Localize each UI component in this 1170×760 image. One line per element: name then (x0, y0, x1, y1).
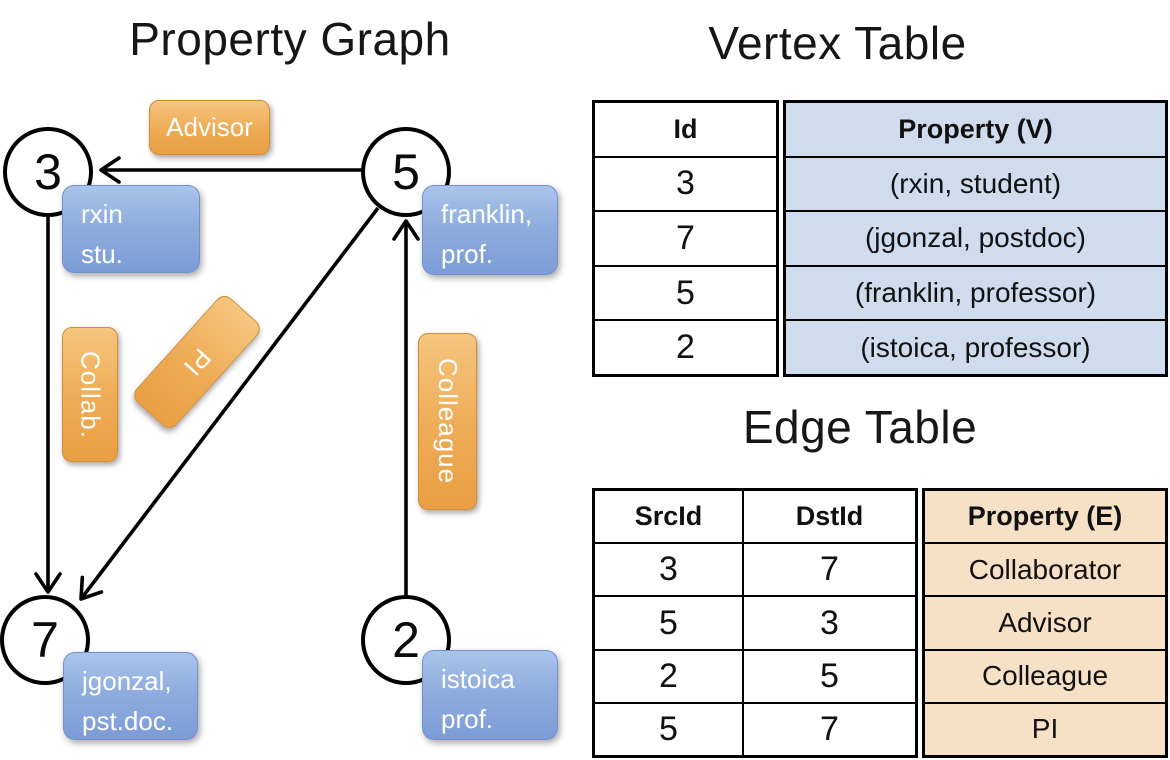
edge-table-property-cell: Colleague (925, 648, 1165, 702)
vertex-property-box-7-line1: jgonzal, (82, 666, 172, 696)
edge-table-title: Edge Table (742, 401, 978, 453)
edge-table-dst-cell: 7 (744, 542, 915, 595)
vertex-table: Id 3 7 5 2 Property (V) (rxin, student) … (592, 100, 1168, 377)
edge-table-property-cell: PI (925, 701, 1165, 755)
vertex-table-property-column: Property (V) (rxin, student) (jgonzal, p… (783, 100, 1168, 377)
edge-table-src-cell: 3 (595, 542, 742, 595)
property-graph-title: Property Graph (129, 13, 451, 65)
edge-table-src-cell: 5 (595, 701, 742, 755)
edge-table-property-column: Property (E) Collaborator Advisor Collea… (922, 488, 1168, 758)
vertex-property-box-5-line1: franklin, (441, 199, 533, 229)
graph-node-2-id: 2 (392, 612, 420, 668)
vertex-property-box-2-line1: istoica (441, 664, 515, 694)
vertex-table-property-cell: (istoica, professor) (786, 319, 1165, 374)
graph-node-5: 5 (361, 127, 451, 217)
vertex-property-box-3-line1: rxin (81, 199, 123, 229)
vertex-property-box-3-line2: stu. (81, 239, 123, 270)
vertex-table-title: Vertex Table (708, 17, 967, 69)
edge-table-id-columns: SrcId 3 5 2 5 DstId 7 3 5 7 (592, 488, 918, 758)
edge-table-dst-cell: 5 (744, 648, 915, 702)
edge-table-property-header: Property (E) (967, 501, 1123, 532)
vertex-property-box-3: rxin stu. (62, 185, 200, 273)
vertex-table-id-cell: 5 (595, 264, 776, 320)
edge-table-src-cell: 2 (595, 648, 742, 702)
vertex-table-property-cell: (rxin, student) (786, 155, 1165, 211)
vertex-table-id-cell: 3 (595, 155, 776, 211)
edge-table-property-cell: Advisor (925, 595, 1165, 648)
vertex-table-id-column: Id 3 7 5 2 (592, 100, 779, 377)
edge-table: SrcId 3 5 2 5 DstId 7 3 5 7 Property (E)… (592, 488, 1168, 758)
edge-label-advisor-text: Advisor (166, 112, 253, 142)
vertex-table-property-cell: (jgonzal, postdoc) (786, 210, 1165, 265)
vertex-property-box-7-line2: pst.doc. (82, 706, 174, 737)
edge-table-property-cell: Collaborator (925, 542, 1165, 595)
vertex-table-id-cell: 2 (595, 319, 776, 374)
edge-label-collab-text: Collab. (75, 350, 106, 439)
edge-label-colleague: Colleague (418, 333, 477, 510)
edge-table-dst-column: DstId 7 3 5 7 (742, 491, 915, 755)
edge-label-colleague-text: Colleague (433, 358, 463, 485)
graph-node-2: 2 (361, 595, 451, 685)
edge-table-dst-cell: 7 (744, 701, 915, 755)
graph-node-5-id: 5 (392, 144, 420, 200)
graph-node-7-id: 7 (31, 612, 59, 668)
edge-label-collab: Collab. (62, 327, 118, 462)
vertex-table-id-header: Id (673, 113, 698, 144)
vertex-table-property-cell: (franklin, professor) (786, 264, 1165, 320)
edge-table-src-header: SrcId (634, 501, 703, 532)
edge-table-dst-cell: 3 (744, 595, 915, 648)
vertex-property-box-7: jgonzal, pst.doc. (63, 652, 198, 740)
edge-label-pi-text: PI (177, 342, 218, 383)
vertex-property-box-2-line2: prof. (441, 704, 494, 735)
vertex-property-box-5: franklin, prof. (422, 185, 558, 275)
edge-table-src-column: SrcId 3 5 2 5 (595, 491, 742, 755)
vertex-property-box-5-line2: prof. (441, 239, 494, 270)
edge-table-dst-header: DstId (795, 501, 864, 532)
edge-label-advisor: Advisor (149, 100, 270, 155)
graph-node-3-id: 3 (34, 144, 62, 200)
vertex-table-id-cell: 7 (595, 210, 776, 265)
edge-table-src-cell: 5 (595, 595, 742, 648)
edge-arrow-5-to-7 (79, 206, 380, 601)
vertex-table-property-header: Property (V) (898, 113, 1053, 144)
vertex-property-box-2: istoica prof. (422, 650, 558, 740)
